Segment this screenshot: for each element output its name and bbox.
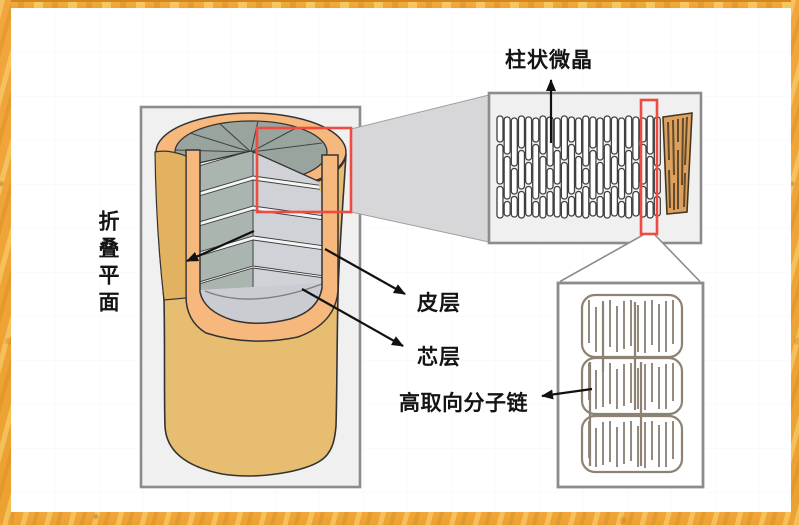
chain-stripes: [588, 300, 674, 468]
frame-right-edge: [791, 0, 799, 525]
fiber-panel: [139, 94, 490, 489]
arrow-skin-layer: [324, 248, 406, 295]
core-top-sector-lines: [174, 120, 323, 153]
label-oriented-chain: 高取向分子链: [399, 391, 528, 415]
cut-edge-lines: [198, 150, 319, 182]
arrow-core-layer: [301, 288, 404, 347]
crystal-side-view: [662, 112, 693, 215]
annotation-arrows: [186, 79, 593, 400]
fiber-cylinder: [154, 112, 347, 477]
label-skin-layer: 皮层: [417, 291, 461, 315]
frame-bottom-edge: [0, 512, 799, 525]
zoom-wedge: [350, 94, 490, 243]
frame-top-edge: [0, 0, 799, 8]
label-columnar-crystal: 柱状微晶: [505, 48, 593, 72]
highlight-box-crystal: [639, 98, 659, 236]
core-lower-face: [199, 283, 326, 327]
microcrystal-panel: [487, 91, 703, 283]
zoom-funnel: [560, 235, 700, 281]
chain-tie-molecules: [588, 302, 643, 466]
chain-panel: [556, 281, 705, 489]
label-folded-plane: 折叠平面: [96, 210, 120, 318]
skin-cut-section: [185, 149, 339, 342]
skin-outer-wall: [154, 150, 187, 301]
folded-planes: [199, 151, 326, 327]
highlight-box-fiber: [255, 126, 353, 214]
frame-left-edge: [0, 0, 11, 525]
arrow-folded-plane: [186, 229, 255, 263]
label-core-layer: 芯层: [417, 345, 461, 369]
arrow-oriented-chain: [541, 387, 593, 400]
microcrystals: [496, 115, 661, 219]
